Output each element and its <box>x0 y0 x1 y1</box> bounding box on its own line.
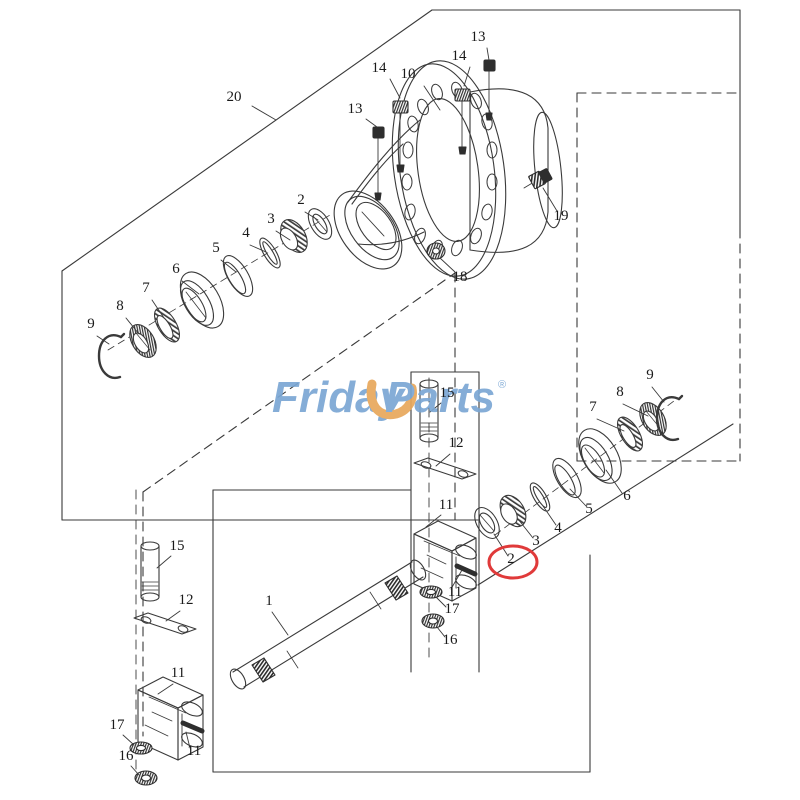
bracket-11-middle <box>413 520 478 602</box>
callout-label-5: 5 <box>585 501 593 517</box>
axle-shaft-1 <box>229 559 427 690</box>
callout-label-18: 18 <box>453 269 468 285</box>
part-4-right <box>529 482 551 512</box>
callout-label-8: 8 <box>616 384 624 400</box>
wheel-hub-10 <box>333 60 563 280</box>
bolt-15-left <box>140 541 160 602</box>
fitting-18 <box>426 242 446 260</box>
nut-14-upper <box>454 88 471 155</box>
part-6-left <box>179 271 225 329</box>
callout-label-12: 12 <box>449 435 464 451</box>
callout-label-3: 3 <box>267 211 275 227</box>
callout-label-5: 5 <box>212 240 220 256</box>
callout-label-11: 11 <box>439 497 453 513</box>
callout-label-1: 1 <box>265 593 273 609</box>
watermark-registered-mark: ® <box>498 379 506 391</box>
part-6-right <box>578 428 622 484</box>
callout-label-2: 2 <box>297 192 305 208</box>
callout-label-15: 15 <box>440 385 455 401</box>
callout-label-7: 7 <box>142 280 150 296</box>
part-8-left <box>129 324 157 358</box>
callout-label-6: 6 <box>623 488 631 504</box>
callout-label-15: 15 <box>170 538 185 554</box>
highlight-ellipse-part-2 <box>487 544 539 580</box>
part-7-right <box>616 416 644 452</box>
part-9-left <box>97 332 126 380</box>
callout-label-3: 3 <box>532 533 540 549</box>
watermark-secondary: Parts <box>385 373 495 422</box>
bracket-11-left <box>137 676 205 761</box>
callout-label-6: 6 <box>172 261 180 277</box>
part-2-left <box>307 208 333 240</box>
callout-label-9: 9 <box>646 367 654 383</box>
washer-17-left <box>129 741 153 755</box>
callout-label-11: 11 <box>448 584 462 600</box>
callout-label-11: 11 <box>187 743 201 759</box>
plate-12-middle <box>413 457 477 480</box>
stud-13-upper <box>483 59 496 121</box>
callout-label-16: 16 <box>443 632 459 648</box>
callout-label-9: 9 <box>87 316 95 332</box>
watermark-swoosh <box>366 379 417 420</box>
callout-label-16: 16 <box>119 748 135 764</box>
construction-dashed-lines <box>142 92 741 737</box>
locknut-16-middle <box>421 613 445 629</box>
plate-12-left <box>133 612 197 635</box>
callout-label-20: 20 <box>227 89 242 105</box>
callout-label-4: 4 <box>554 520 562 536</box>
callout-label-13: 13 <box>471 29 486 45</box>
watermark-fridayparts: Friday Parts ® <box>272 373 506 422</box>
stud-13-left <box>372 126 385 201</box>
plug-19 <box>523 168 553 190</box>
callout-label-7: 7 <box>589 399 597 415</box>
middle-panel <box>410 371 480 673</box>
nut-14-left <box>392 100 409 173</box>
lower-right-diagonal <box>477 423 734 586</box>
part-5-left <box>222 255 254 297</box>
callout-label-17: 17 <box>445 601 461 617</box>
part-3-left <box>279 219 308 253</box>
part-9-right <box>655 394 684 442</box>
callout-label-10: 10 <box>401 66 416 82</box>
leader-lines <box>96 47 665 776</box>
callout-label-19: 19 <box>554 208 569 224</box>
callout-label-4: 4 <box>242 225 250 241</box>
lower-left-panel <box>212 489 591 773</box>
callout-label-8: 8 <box>116 298 124 314</box>
callout-label-2: 2 <box>507 551 515 567</box>
part-2-right <box>474 506 500 540</box>
washer-17-middle <box>419 585 443 599</box>
part-3-right <box>499 494 527 528</box>
callout-label-12: 12 <box>179 592 194 608</box>
part-7-left <box>153 307 181 343</box>
part-5-right <box>552 457 582 499</box>
callout-label-14: 14 <box>372 60 388 76</box>
housing-outline-20 <box>61 9 741 521</box>
callout-label-14: 14 <box>452 48 468 64</box>
callout-label-11: 11 <box>171 665 185 681</box>
locknut-16-left <box>134 770 158 786</box>
callout-label-13: 13 <box>348 101 363 117</box>
part-4-left <box>259 237 281 269</box>
bolt-15-middle <box>419 379 439 443</box>
callout-label-17: 17 <box>110 717 126 733</box>
